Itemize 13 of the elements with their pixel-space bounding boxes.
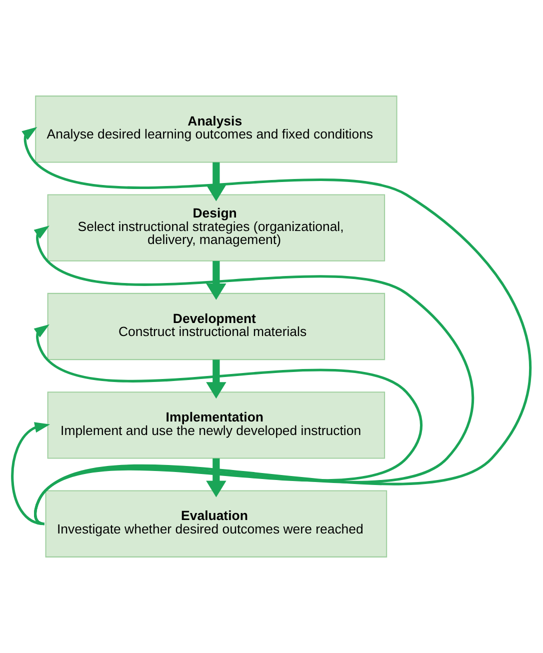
arrow bbox=[206, 261, 226, 300]
arrow bbox=[11, 422, 50, 526]
node-box: Evaluation Investigate whether desired outcomes were reached bbox=[45, 490, 388, 558]
arrow bbox=[206, 360, 226, 399]
node-box: Implementation Implement and use the newly developed instruction bbox=[47, 392, 386, 459]
arrow bbox=[206, 458, 226, 498]
arrow bbox=[22, 126, 532, 525]
node-box: Analysis Analyse desired learning outcomes and fixed conditions bbox=[35, 96, 398, 163]
arrow bbox=[34, 226, 474, 525]
arrow bbox=[34, 324, 422, 525]
node-box: Design Select instructional strategies (organizational, delivery, management) bbox=[47, 194, 386, 262]
arrow bbox=[206, 162, 226, 202]
node-box: Development Construct instructional materials bbox=[47, 292, 386, 360]
